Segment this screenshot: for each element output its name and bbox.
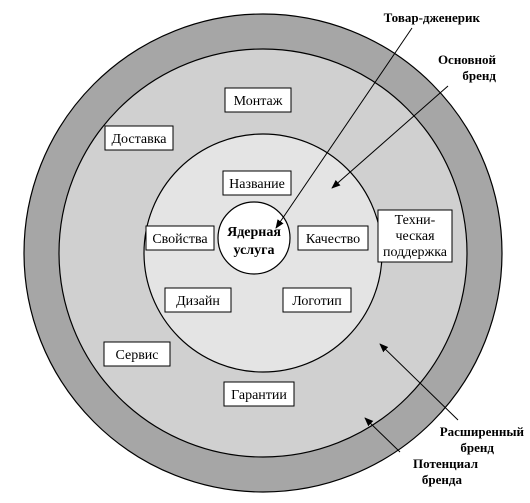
tekh-support-label-line1: Техни- [395, 213, 436, 228]
potentsial-brenda-annotation-line2: бренда [422, 472, 463, 487]
potentsial-brenda-annotation-line1: Потенциал [413, 456, 478, 471]
servis-box [103, 341, 171, 367]
servis-label: Сервис [115, 348, 158, 363]
osnovnoi-brend-annotation-line2: бренд [462, 68, 496, 83]
tekh-support-box [377, 209, 453, 263]
montazh-box [224, 87, 292, 113]
kachestvo-label: Качество [306, 232, 360, 247]
montazh-label: Монтаж [234, 94, 283, 109]
nazvanie-box [222, 170, 292, 196]
tovar-dzhenerik-annotation: Товар-дженерик [384, 10, 481, 25]
core-service-label-line1: Ядерная [227, 225, 281, 240]
core-service-label-line2: услуга [234, 243, 275, 258]
osnovnoi-brend-annotation-line1: Основной [438, 52, 497, 67]
svoistva-box [145, 225, 215, 251]
rasshirennyi-brend-annotation-line2: бренд [460, 440, 494, 455]
rasshirennyi-brend-arrow [379, 343, 459, 421]
core-service-circle [217, 201, 291, 275]
osnovnoi-brend-arrow [331, 85, 449, 189]
tekh-support-label-line3: поддержка [383, 245, 448, 260]
dizain-box [164, 287, 232, 313]
garantii-label: Гарантии [231, 388, 287, 403]
dizain-label: Дизайн [176, 294, 220, 309]
rasshirennyi-brend-annotation-line1: Расширенный [440, 424, 525, 439]
tovar-dzhenerik-arrow [275, 27, 413, 229]
logotip-label: Логотип [292, 294, 342, 309]
dostavka-label: Доставка [111, 132, 167, 147]
tekh-support-label-line2: ческая [395, 229, 435, 244]
logotip-box [282, 287, 352, 313]
potentsial-brenda-arrow [364, 417, 401, 453]
garantii-box [223, 381, 295, 407]
kachestvo-box [297, 225, 369, 251]
svoistva-label: Свойства [152, 232, 208, 247]
nazvanie-label: Название [229, 177, 285, 192]
dostavka-box [104, 125, 174, 151]
